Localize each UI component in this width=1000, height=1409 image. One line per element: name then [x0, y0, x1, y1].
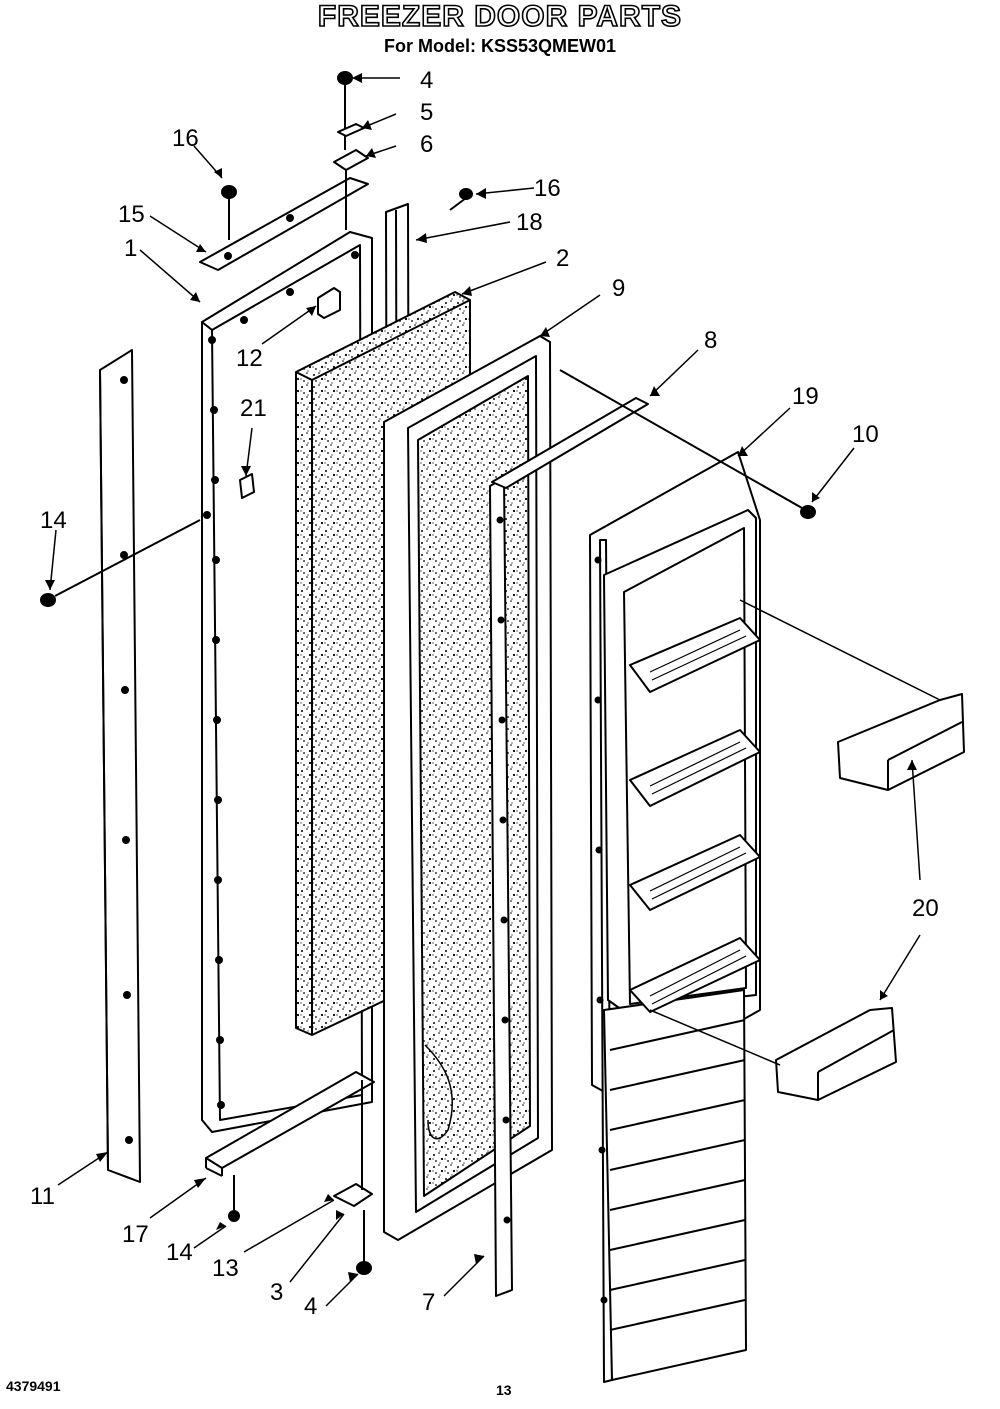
callout-5: 5	[420, 99, 433, 126]
part-8-top-strip	[491, 397, 649, 489]
part-10-screw	[559, 369, 816, 519]
callout-12: 12	[236, 345, 263, 372]
callout-14-bottom: 14	[166, 1239, 193, 1266]
callout-7: 7	[422, 1289, 435, 1316]
part-4-5-6-top-hinge	[333, 71, 369, 230]
callout-20: 20	[912, 895, 939, 922]
part-20-door-bin-lower	[775, 1007, 897, 1101]
callout-9: 9	[612, 275, 625, 302]
part-20-door-bin-upper	[837, 693, 965, 791]
callout-19: 19	[792, 383, 819, 410]
callout-18: 18	[516, 209, 543, 236]
callout-16-right: 16	[534, 175, 561, 202]
part-11-side-trim	[99, 349, 141, 1183]
callout-2: 2	[556, 245, 569, 272]
part-21-clip	[239, 473, 255, 499]
callout-1: 1	[124, 235, 137, 262]
callout-4-bottom: 4	[304, 1293, 317, 1320]
callout-13: 13	[212, 1255, 239, 1282]
document-number: 4379491	[6, 1378, 61, 1394]
part-16-screws	[221, 185, 473, 240]
part-19-door-liner	[589, 451, 761, 1383]
part-15-top-bracket	[199, 177, 369, 271]
callout-11: 11	[30, 1183, 55, 1210]
callout-3: 3	[270, 1279, 283, 1306]
part-12-clip	[317, 287, 341, 319]
part-13-bottom-hinge	[333, 1080, 373, 1275]
callout-10: 10	[852, 421, 879, 448]
callout-16-left: 16	[172, 125, 199, 152]
part-17-bottom-bracket	[205, 1071, 375, 1177]
callout-15: 15	[118, 201, 145, 228]
page-number: 13	[496, 1382, 512, 1398]
callout-17: 17	[122, 1221, 149, 1248]
callout-6: 6	[420, 131, 433, 158]
callout-4-top: 4	[420, 67, 433, 94]
page-title: FREEZER DOOR PARTS	[317, 0, 683, 34]
model-subtitle: For Model: KSS53QMEW01	[383, 36, 617, 56]
callout-21: 21	[240, 395, 267, 422]
part-14-screws	[40, 519, 240, 1222]
callout-14-left: 14	[40, 507, 67, 534]
callout-8: 8	[704, 327, 717, 354]
